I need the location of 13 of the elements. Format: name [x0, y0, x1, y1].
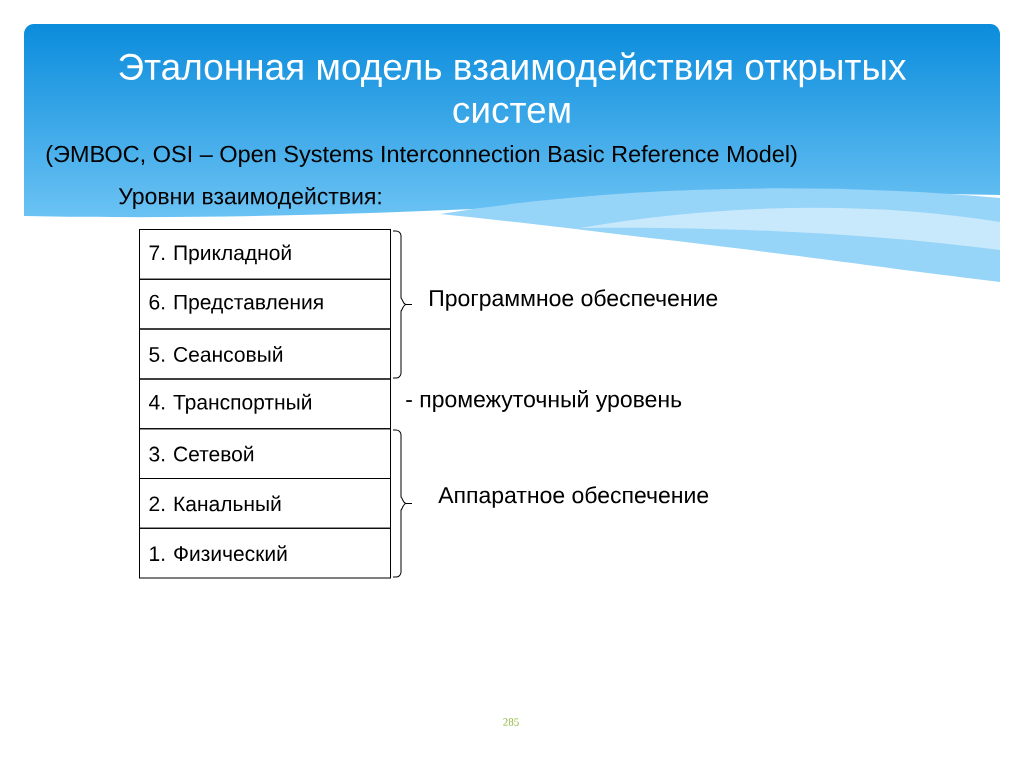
table-row: 4. Транспортный [139, 378, 391, 430]
subtitle: (ЭМВОС, OSI – Open Systems Interconnection Basic Reference Model) [46, 145, 797, 167]
table-row: 1. Физический [139, 527, 391, 579]
table-row: 2. Канальный [139, 478, 391, 529]
slide-title: Эталонная модель взаимодействия открытых систем [119, 52, 907, 123]
table-row: 5. Сеансовый [139, 328, 391, 380]
page-number: 285 [503, 718, 519, 726]
table-row: 3. Сетевой [139, 428, 391, 479]
annotation-text: Программное обеспечение [430, 289, 718, 311]
annotation-text: Аппаратное обеспечение [438, 486, 709, 508]
table-row: 6. Представления [139, 278, 391, 330]
annotation-text: - промежуточный уровень [406, 390, 682, 412]
table-row: 7. Прикладной [139, 229, 391, 280]
